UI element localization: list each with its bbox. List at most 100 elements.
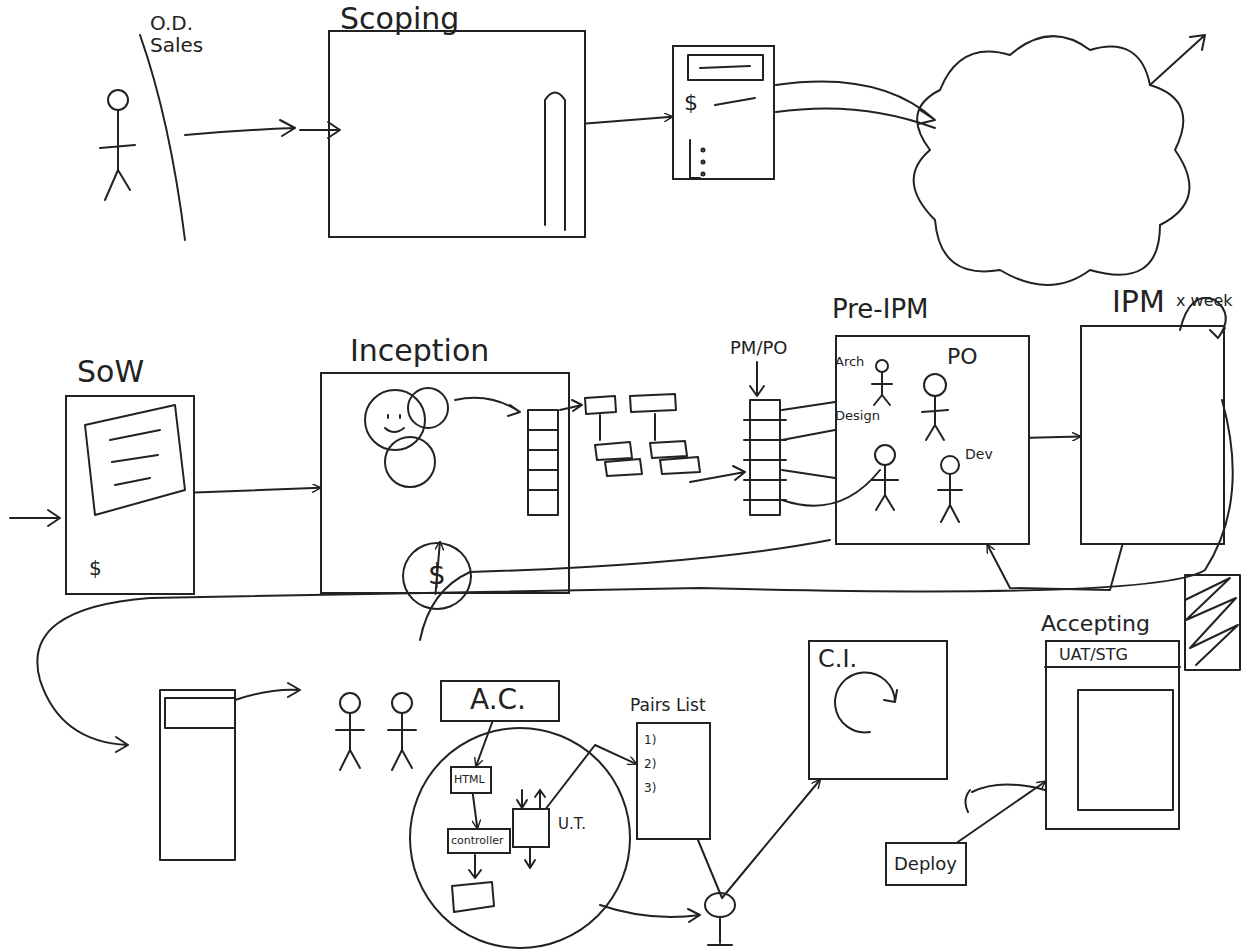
doc-header <box>688 55 763 80</box>
list-box: Pairs List1)2)3) <box>636 722 711 840</box>
story-card <box>160 690 235 860</box>
node-title: HTML <box>454 774 485 786</box>
step-box: U.T. <box>512 808 550 848</box>
stick-figure-head <box>340 693 360 713</box>
money-circle: $ <box>402 542 472 610</box>
face <box>408 388 448 428</box>
cloud <box>914 36 1190 285</box>
node-text: 3) <box>644 782 656 795</box>
flow-connector <box>1030 437 1080 438</box>
flow-connector <box>958 782 1045 842</box>
flow-arrow <box>10 510 60 526</box>
scoping-sketch <box>545 93 565 231</box>
node-title: $ <box>684 91 698 115</box>
annotation: PM/PO <box>730 338 820 358</box>
cloud-arrow <box>1150 35 1205 85</box>
node-text: Design <box>835 409 880 423</box>
flow-arrow <box>776 82 935 128</box>
flow-arrow <box>560 400 582 411</box>
side-panel <box>1185 575 1240 670</box>
task-card <box>595 441 700 476</box>
process-box: AcceptingUAT/STG <box>1045 640 1180 830</box>
node-text: 1) <box>644 734 656 747</box>
node-title: IPM <box>1112 285 1165 318</box>
annotation: x week <box>1176 292 1246 310</box>
stick-figure-head <box>875 445 895 465</box>
face <box>385 437 435 487</box>
node-text: UAT/STG <box>1059 646 1128 664</box>
stick-figure-head <box>941 456 959 474</box>
node-title: U.T. <box>558 816 586 833</box>
node-title: Scoping <box>340 2 459 35</box>
node-text: PO <box>947 345 978 369</box>
flow-connector <box>195 488 320 493</box>
small-box <box>452 882 494 912</box>
node-text: $ <box>89 557 102 579</box>
zigzag <box>1185 578 1238 665</box>
sow-paper <box>85 405 185 515</box>
node-title: SoW <box>77 355 144 388</box>
flow-curve <box>965 784 1045 812</box>
flow-arrow <box>235 683 300 700</box>
face <box>365 390 425 450</box>
smile <box>385 415 404 432</box>
node-title: A.C. <box>470 685 526 716</box>
process-box: Deploy <box>885 842 967 886</box>
stick-figure-head <box>392 693 412 713</box>
bullet <box>702 173 705 176</box>
stick-figure <box>872 465 898 510</box>
stick-figure <box>388 713 416 770</box>
backlog-rungs <box>744 420 786 500</box>
node-text: 2) <box>644 758 656 771</box>
story-card <box>585 394 676 414</box>
backlog-list <box>750 400 780 515</box>
node-text: Dev <box>965 447 993 462</box>
flow-connector <box>698 780 820 898</box>
stick-figure <box>336 713 364 770</box>
node-title: Inception <box>350 334 489 367</box>
divider <box>1045 666 1180 668</box>
criteria-box: A.C. <box>440 680 560 722</box>
node-title: Accepting <box>1041 612 1150 636</box>
node-title: controller <box>451 835 503 847</box>
flow-curve <box>420 540 830 640</box>
step-box: controller <box>447 828 511 854</box>
card-header <box>165 698 235 728</box>
flow-connector <box>546 745 636 808</box>
node-text: Arch <box>835 355 864 369</box>
flow-connector <box>988 545 1123 590</box>
node-title: $ <box>428 560 446 591</box>
flow-arrow <box>782 402 880 506</box>
flow-arrow <box>750 362 764 396</box>
inner-screen <box>1078 690 1173 810</box>
flow-connector <box>473 794 478 828</box>
flow-arrow <box>469 855 481 878</box>
flow-connector <box>476 722 492 766</box>
split-arrow <box>600 414 655 440</box>
bullet <box>702 161 705 164</box>
stick-figure-head <box>876 360 888 372</box>
backlog-rungs <box>528 430 558 490</box>
stick-figure <box>922 396 948 440</box>
workstation <box>705 893 735 917</box>
flow-arrow <box>455 398 520 416</box>
stick-figure-head <box>108 90 128 110</box>
document-box: $ <box>672 45 775 180</box>
node-title: Deploy <box>894 854 957 874</box>
work-circle <box>410 728 630 948</box>
stick-figure <box>100 110 135 200</box>
node-title: C.I. <box>818 646 857 672</box>
bullet <box>702 149 705 152</box>
process-box: IPM <box>1080 325 1225 545</box>
actor-label: O.D. Sales <box>150 12 220 56</box>
process-box: SoW$ <box>65 395 195 595</box>
node-title: Pre-IPM <box>832 295 929 324</box>
flow-arrow <box>600 905 700 922</box>
stick-figure <box>938 474 962 522</box>
process-box: Scoping <box>328 30 586 238</box>
flow-arrow <box>690 466 745 482</box>
process-box: Pre-IPMArchPODesignDev <box>835 335 1030 545</box>
flow-connector <box>586 117 672 124</box>
